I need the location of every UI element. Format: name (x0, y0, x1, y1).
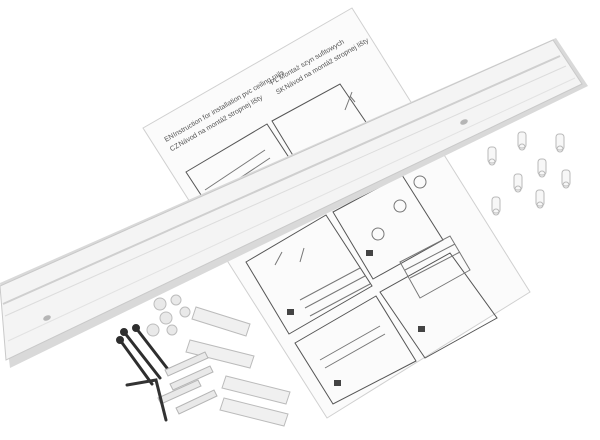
step-panel-6 (379, 252, 498, 359)
mounting-brackets (185, 306, 291, 427)
step-number-markers (287, 250, 425, 386)
rail-hole-1 (43, 315, 51, 321)
sheet-code-1: EN (164, 133, 176, 144)
allen-key (125, 378, 168, 422)
ceiling-rail (0, 38, 588, 368)
curtain-runner-hooks (487, 131, 571, 216)
step-panel-5 (294, 295, 417, 405)
sheet-code-3: PL (270, 76, 281, 86)
step-panel-3 (245, 214, 373, 335)
sheet-code-4: SK (275, 85, 287, 96)
sheet-code-2: CZ (169, 142, 181, 153)
screws (116, 324, 172, 386)
end-caps (146, 294, 191, 337)
rail-hole-2 (460, 119, 468, 125)
wall-plugs (157, 351, 218, 415)
